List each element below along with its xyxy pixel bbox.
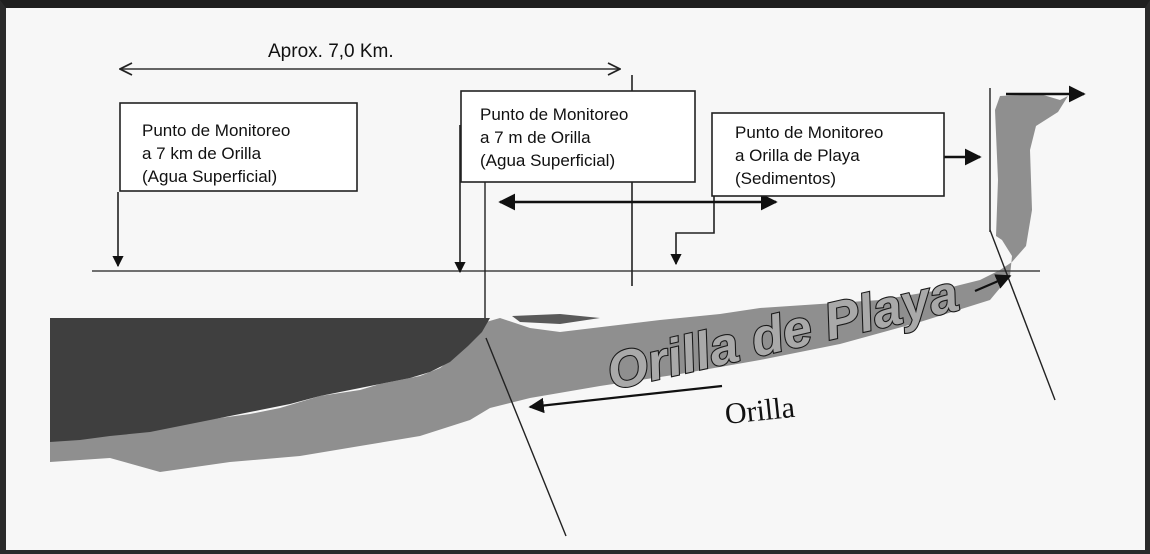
box-7m-line-3: (Agua Superficial) xyxy=(480,151,615,170)
box-7m-line-2: a 7 m de Orilla xyxy=(480,128,591,147)
seabed-layer xyxy=(50,94,1068,472)
slope-line-left xyxy=(485,337,567,537)
scale-label: Aprox. 7,0 Km. xyxy=(268,41,394,62)
box-7km-line-3: (Agua Superficial) xyxy=(142,167,277,186)
beach-label-arrow xyxy=(974,274,1012,293)
monitoring-box-7km: Punto de Monitoreo a 7 km de Orilla (Agu… xyxy=(119,102,358,192)
box-sediments-line-2: a Orilla de Playa xyxy=(735,146,860,165)
beach-surface-strip xyxy=(512,314,600,324)
beach-label: Orilla de Playa xyxy=(602,265,964,402)
shore-label: Orilla xyxy=(723,391,796,431)
box-7km-line-1: Punto de Monitoreo xyxy=(142,121,290,140)
slope-line-right xyxy=(989,229,1056,401)
monitoring-box-7m: Punto de Monitoreo a 7 m de Orilla (Agua… xyxy=(460,90,696,183)
box-7km-line-2: a 7 km de Orilla xyxy=(142,144,262,163)
box-sediments-line-1: Punto de Monitoreo xyxy=(735,123,883,142)
orilla-arrow xyxy=(528,384,723,414)
box-sediments-line-3: (Sedimentos) xyxy=(735,169,836,188)
water-body xyxy=(50,318,490,442)
monitoring-box-sediments: Punto de Monitoreo a Orilla de Playa (Se… xyxy=(711,112,945,197)
sediment-elbow-arrow xyxy=(670,196,715,266)
box-7m-line-1: Punto de Monitoreo xyxy=(480,105,628,124)
